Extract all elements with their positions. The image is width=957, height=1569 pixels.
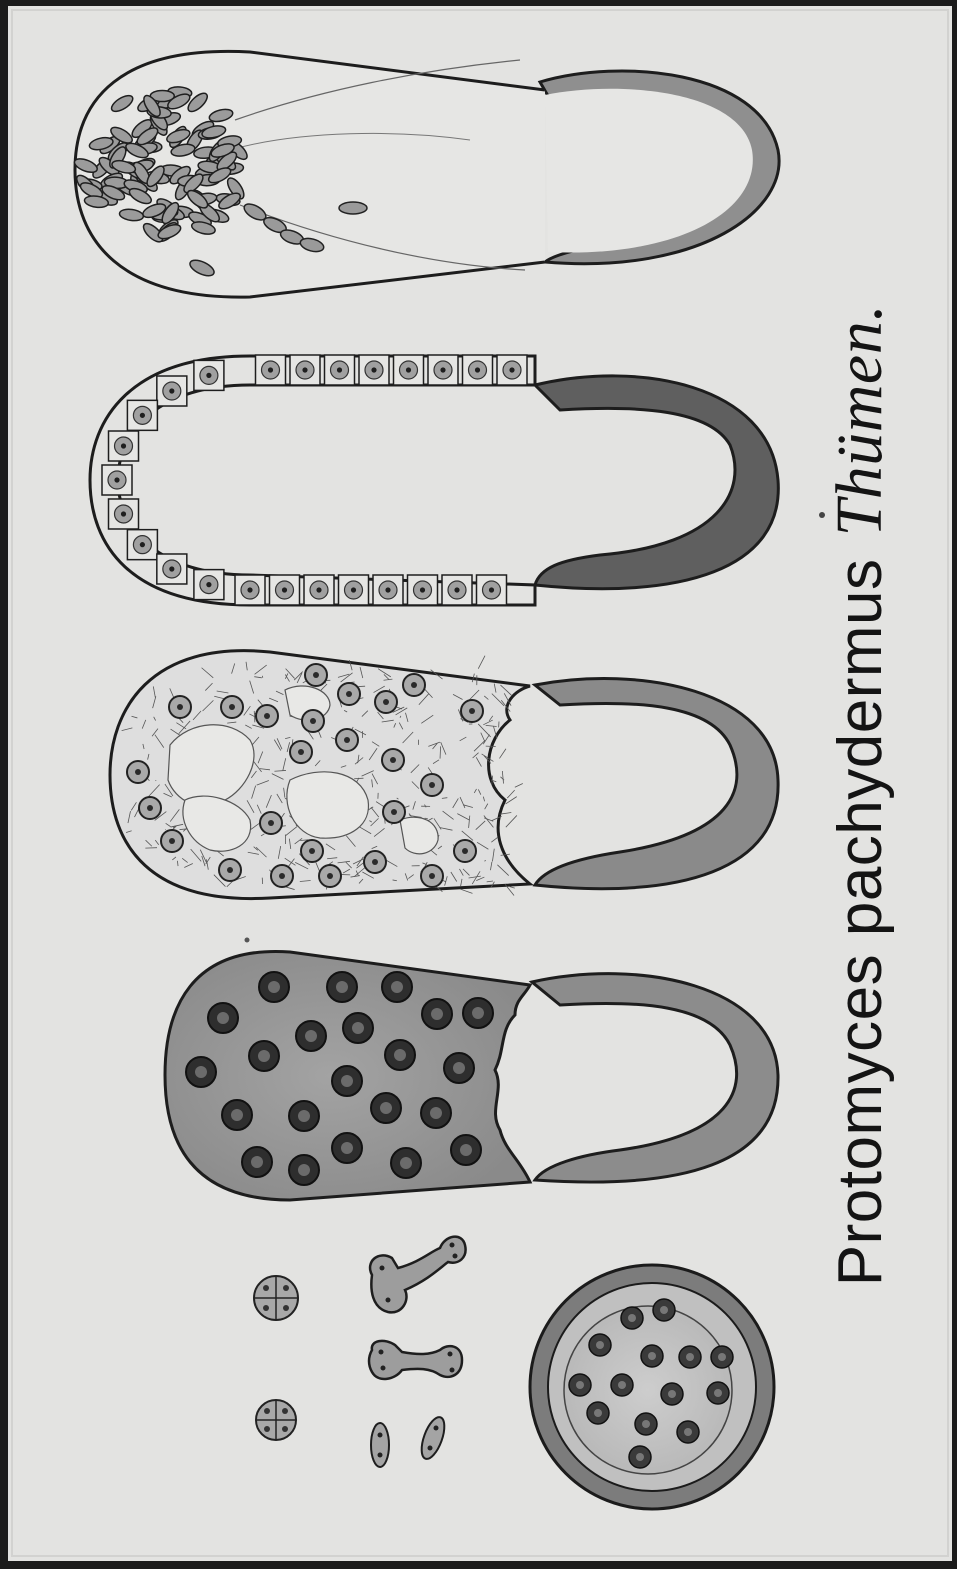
nucleolus bbox=[460, 1144, 472, 1156]
nucleolus bbox=[268, 820, 274, 826]
vacuole bbox=[287, 772, 369, 838]
cell-nucleus bbox=[121, 443, 126, 448]
nucleolus bbox=[718, 1353, 726, 1361]
reticulum-strand bbox=[440, 746, 441, 758]
nucleolus bbox=[648, 1352, 656, 1360]
nucleolus bbox=[341, 1075, 353, 1087]
nucleolus bbox=[169, 838, 175, 844]
caption-author: Thümen. bbox=[823, 304, 896, 537]
cell-nucleus bbox=[206, 582, 211, 587]
nucleolus bbox=[453, 1062, 465, 1074]
nucleolus bbox=[217, 1012, 229, 1024]
nucleolus bbox=[268, 981, 280, 993]
nucleolus bbox=[147, 805, 153, 811]
nucleolus bbox=[383, 699, 389, 705]
nucleolus bbox=[227, 867, 233, 873]
nucleolus bbox=[313, 672, 319, 678]
reticulum-strand bbox=[484, 861, 485, 862]
nucleolus bbox=[628, 1314, 636, 1322]
cell-nucleus bbox=[302, 367, 307, 372]
resting-spore-cross-section bbox=[530, 1265, 774, 1509]
nucleolus bbox=[668, 1390, 676, 1398]
nucleolus bbox=[391, 809, 397, 815]
nucleolus bbox=[309, 848, 315, 854]
nucleolus bbox=[394, 1049, 406, 1061]
cell-nucleus bbox=[406, 367, 411, 372]
nucleolus bbox=[177, 704, 183, 710]
reticulum-strand bbox=[491, 745, 492, 748]
nucleolus bbox=[714, 1389, 722, 1397]
nucleolus bbox=[344, 737, 350, 743]
cell-nucleus bbox=[475, 367, 480, 372]
nucleolus bbox=[298, 1110, 310, 1122]
nucleolus bbox=[576, 1381, 584, 1389]
tetrad-spore-small bbox=[256, 1400, 296, 1440]
nucleolus bbox=[251, 1156, 263, 1168]
caption-genus: Protomyces pachydermus bbox=[826, 558, 895, 1286]
nucleolus bbox=[305, 1030, 317, 1042]
cell-nucleus bbox=[247, 587, 252, 592]
cell-nucleus bbox=[371, 367, 376, 372]
cell-nucleus bbox=[351, 587, 356, 592]
nucleolus bbox=[684, 1428, 692, 1436]
nucleolus bbox=[642, 1420, 650, 1428]
nucleolus bbox=[310, 718, 316, 724]
cell-nucleus bbox=[316, 587, 321, 592]
nucleolus bbox=[336, 981, 348, 993]
nucleolus bbox=[636, 1453, 644, 1461]
nucleolus bbox=[686, 1353, 694, 1361]
nucleolus bbox=[618, 1381, 626, 1389]
cell-nucleus bbox=[385, 587, 390, 592]
nucleolus bbox=[352, 1022, 364, 1034]
nucleolus bbox=[258, 1050, 270, 1062]
nucleolus bbox=[429, 873, 435, 879]
cell-nucleus bbox=[282, 587, 287, 592]
cell-nucleus bbox=[440, 367, 445, 372]
nucleolus bbox=[341, 1142, 353, 1154]
nucleolus bbox=[431, 1008, 443, 1020]
nucleolus bbox=[462, 848, 468, 854]
nucleolus bbox=[346, 691, 352, 697]
cell-nucleus bbox=[206, 373, 211, 378]
nucleolus bbox=[264, 713, 270, 719]
cell-nucleus bbox=[140, 542, 145, 547]
tetrad-spore-small bbox=[254, 1276, 298, 1320]
cell-nucleus bbox=[114, 477, 119, 482]
nucleolus bbox=[400, 1157, 412, 1169]
nucleolus bbox=[390, 757, 396, 763]
nucleolus bbox=[429, 782, 435, 788]
nucleolus bbox=[469, 708, 475, 714]
nucleolus bbox=[660, 1306, 668, 1314]
caption-container: Protomyces pachydermus Thümen. bbox=[790, 300, 930, 1290]
nucleolus bbox=[596, 1341, 604, 1349]
nucleolus bbox=[391, 981, 403, 993]
nucleolus bbox=[229, 704, 235, 710]
cell-nucleus bbox=[509, 367, 514, 372]
cell-nucleus bbox=[169, 388, 174, 393]
nucleolus bbox=[472, 1007, 484, 1019]
nucleolus bbox=[231, 1109, 243, 1121]
cell-nucleus bbox=[489, 587, 494, 592]
cell-nucleus bbox=[169, 566, 174, 571]
nucleolus bbox=[411, 682, 417, 688]
cell-nucleus bbox=[454, 587, 459, 592]
cell-nucleus bbox=[121, 511, 126, 516]
nucleolus bbox=[298, 1164, 310, 1176]
cell-nucleus bbox=[420, 587, 425, 592]
cell-nucleus bbox=[140, 413, 145, 418]
nucleolus bbox=[298, 749, 304, 755]
nucleolus bbox=[279, 873, 285, 879]
nucleolus bbox=[372, 859, 378, 865]
nucleolus bbox=[195, 1066, 207, 1078]
cell-nucleus bbox=[337, 367, 342, 372]
nucleolus bbox=[380, 1102, 392, 1114]
nucleolus bbox=[135, 769, 141, 775]
nucleolus bbox=[430, 1107, 442, 1119]
nucleolus bbox=[594, 1409, 602, 1417]
nucleolus bbox=[327, 873, 333, 879]
plate-caption: Protomyces pachydermus Thümen. bbox=[822, 304, 898, 1286]
cell-nucleus bbox=[268, 367, 273, 372]
